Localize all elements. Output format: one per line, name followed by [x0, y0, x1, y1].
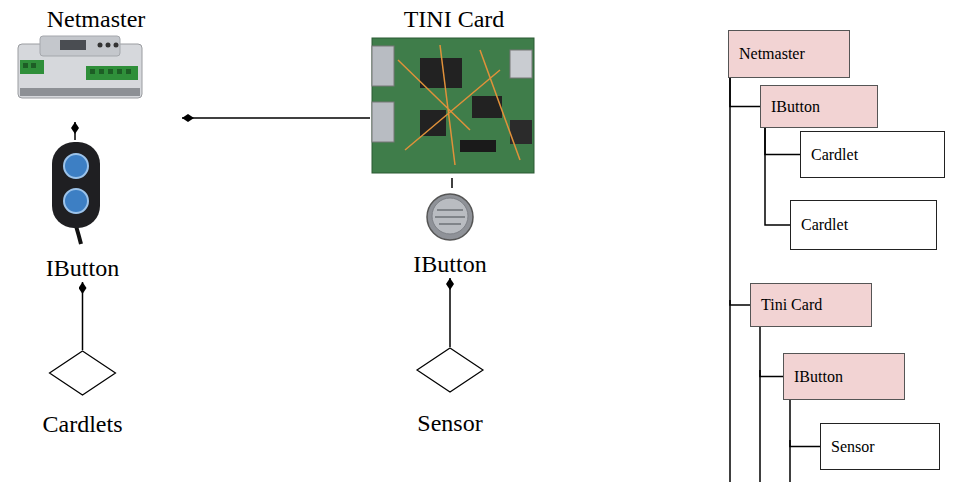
device-node: Netmaster	[10, 5, 182, 122]
device-top	[40, 36, 120, 56]
device-button	[106, 43, 111, 48]
fob-button	[64, 189, 88, 213]
box-label: Cardlet	[801, 215, 848, 235]
connector-group	[75, 78, 820, 447]
serial-connector	[372, 46, 394, 86]
device-button	[114, 43, 119, 48]
tini-card-picture	[372, 38, 534, 173]
device-node: IButton	[395, 188, 505, 278]
pcb-wire	[398, 45, 520, 165]
fob-button	[64, 154, 88, 178]
connector-line	[730, 78, 750, 305]
chip	[420, 58, 462, 88]
node-label: IButton	[46, 254, 119, 282]
box-label: IButton	[771, 97, 820, 117]
connector-line	[765, 128, 800, 155]
tree-box: Sensor	[820, 423, 940, 470]
serial-connector	[372, 102, 394, 142]
tree-box: IButton	[760, 85, 878, 128]
coin-engraving	[435, 210, 465, 224]
fob-body	[52, 142, 100, 228]
connector-line	[760, 327, 783, 377]
box-label: Tini Card	[761, 295, 822, 315]
connector-line	[765, 128, 790, 225]
connector-line	[790, 400, 820, 447]
tree-line	[729, 300, 731, 482]
tree-line	[759, 370, 761, 482]
connector-line	[449, 278, 451, 347]
diamond-shape	[417, 348, 483, 392]
node-label: TINI Card	[404, 5, 505, 33]
box-label: Netmaster	[739, 44, 805, 64]
box-label: IButton	[794, 367, 843, 387]
tree-box: IButton	[783, 353, 905, 400]
coin-face	[432, 198, 468, 234]
diamond-outline	[30, 350, 135, 396]
tree-box: Cardlet	[790, 200, 937, 250]
diamond-shape	[50, 351, 116, 395]
node-label: Sensor	[417, 409, 482, 437]
connector-line	[182, 117, 370, 119]
device-display	[60, 40, 86, 50]
diamond-outline	[395, 347, 505, 393]
box-label: Sensor	[831, 437, 875, 457]
connector-line	[74, 122, 76, 140]
tree-guide-lines	[730, 300, 790, 482]
tree-box: Cardlet	[800, 131, 945, 178]
terminal-block	[20, 60, 44, 74]
device-rail	[20, 88, 140, 96]
network-jack	[510, 50, 532, 78]
terminal-block	[86, 66, 138, 80]
fob-cord	[76, 226, 81, 244]
node-label: Netmaster	[47, 5, 146, 33]
connector-line	[451, 178, 453, 188]
netmaster-device-picture	[18, 36, 142, 98]
device-node: IButton	[30, 140, 135, 282]
terminal-screws	[23, 63, 131, 74]
coin-rim	[427, 194, 473, 240]
tree-box: Tini Card	[750, 283, 872, 327]
ibutton-coin-picture	[427, 194, 473, 240]
decision-diamond: Sensor	[395, 347, 505, 437]
device-node: TINI Card	[370, 5, 538, 178]
pcb-board	[372, 38, 534, 173]
connector-line	[730, 78, 760, 107]
box-label: Cardlet	[811, 145, 858, 165]
device-button	[98, 43, 103, 48]
node-label: Cardlets	[43, 410, 123, 438]
chip	[420, 110, 446, 136]
tree-box: Netmaster	[728, 30, 850, 78]
node-label: IButton	[413, 250, 486, 278]
ibutton-fob-picture	[52, 142, 100, 244]
chip	[460, 140, 496, 152]
decision-diamond: Cardlets	[30, 350, 135, 438]
connector-line	[82, 282, 84, 350]
